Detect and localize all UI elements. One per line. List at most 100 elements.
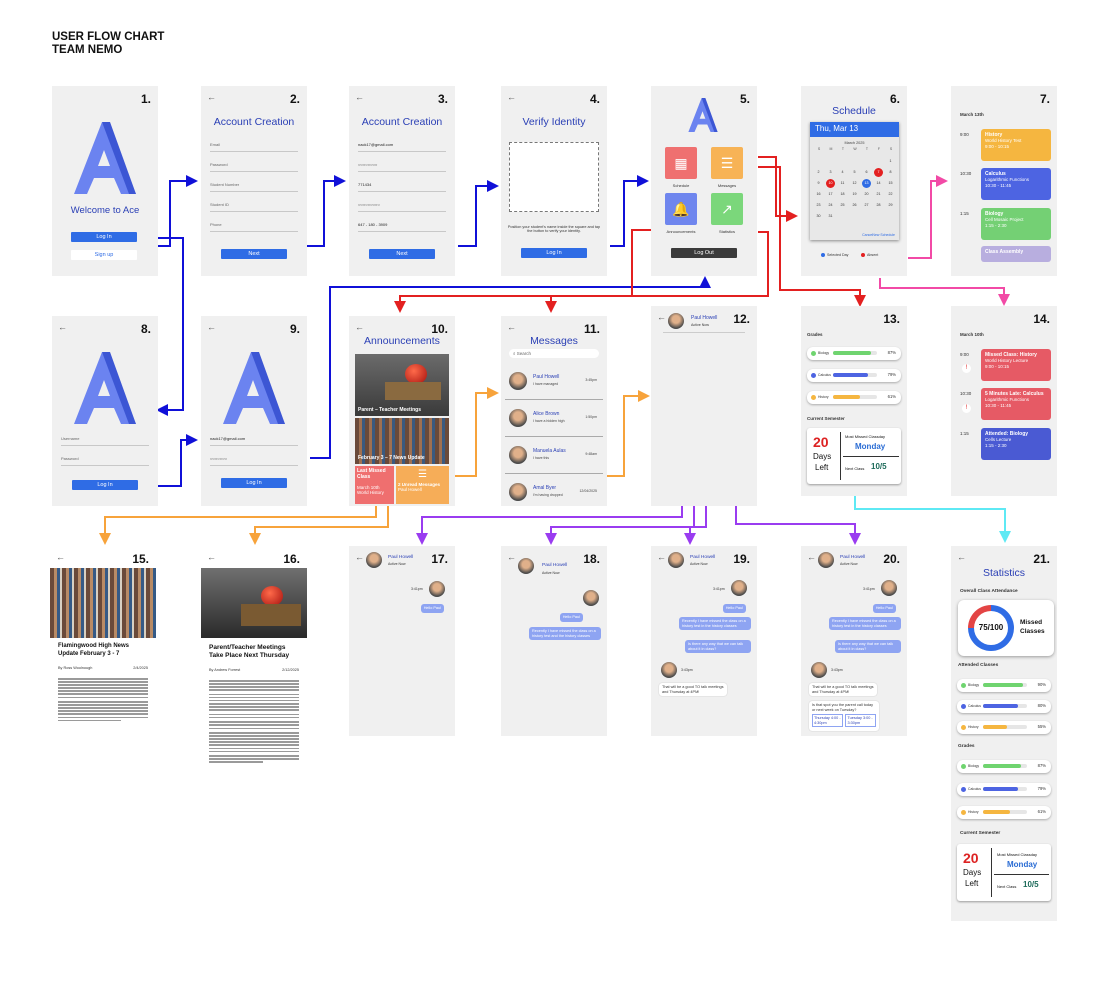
password-field[interactable]: Password [61,454,149,466]
calendar-day[interactable]: 10 [826,179,835,188]
login-button[interactable]: Log In [72,480,138,490]
calendar-day[interactable]: 26 [852,203,857,207]
horizontal-divider [843,456,899,457]
calendar-day[interactable]: 9 [817,181,820,185]
logout-button[interactable]: Log Out [671,248,737,258]
back-arrow-icon[interactable]: ← [355,92,364,102]
username-field[interactable]: nack17@gmail.com [210,434,298,446]
calendar-day[interactable]: 2 [817,170,820,174]
back-arrow-icon[interactable]: ← [355,552,364,562]
calendar-day[interactable]: 18 [840,192,845,196]
calendar-day[interactable]: 22 [888,192,893,196]
back-arrow-icon[interactable]: ← [355,322,364,332]
calendar-day[interactable]: 28 [876,203,881,207]
login-button[interactable]: Log In [221,478,287,488]
calendar-day[interactable]: 14 [876,181,881,185]
avatar [668,313,684,329]
calendar-day[interactable]: 1 [889,159,892,163]
calendar-day[interactable]: 27 [864,203,869,207]
contact-time: 12/04/2025 [579,489,597,493]
calendar-day[interactable]: 3 [829,170,832,174]
news-photo[interactable]: February 3 – 7 News Update [355,418,449,464]
calendar-day[interactable]: 19 [852,192,857,196]
calendar-day[interactable]: 15 [888,181,893,185]
new-schedule-button[interactable]: New Schedule [872,233,895,237]
calendar-day[interactable]: 12 [852,181,857,185]
parent-teacher-photo[interactable]: Parent – Teacher Meetings [355,354,449,416]
calendar-day[interactable]: 21 [876,192,881,196]
next-button[interactable]: Next [369,249,435,259]
warning-icon: ! [962,364,971,373]
back-arrow-icon[interactable]: ← [507,552,516,562]
calendar-day[interactable]: 6 [865,170,868,174]
calendar-day[interactable]: 20 [864,192,869,196]
messages-tile-icon[interactable]: ☰ [711,147,743,179]
arrow-3-4 [458,180,499,247]
student-id-field[interactable]: ○○○○○○○○○ [358,200,446,212]
calendar-day[interactable]: 17 [828,192,833,196]
back-arrow-icon[interactable]: ← [58,322,67,332]
back-arrow-icon[interactable]: ← [56,552,65,562]
calendar-day[interactable]: 16 [816,192,821,196]
calendar-day[interactable]: 7 [874,168,883,177]
calendar-day[interactable]: 23 [816,203,821,207]
password-field[interactable]: ○○○○○○○ [210,454,298,466]
schedule-tile-icon[interactable]: ▦ [665,147,697,179]
back-arrow-icon[interactable]: ← [207,552,216,562]
login-button[interactable]: Log In [521,248,587,258]
time-option-button[interactable]: Thursday 4:00 - 4:30pm [812,714,844,727]
back-arrow-icon[interactable]: ← [207,322,216,332]
event-card-assembly[interactable]: Class Assembly [981,246,1051,262]
username-field[interactable]: Username [61,434,149,446]
back-arrow-icon[interactable]: ← [657,312,666,322]
email-field[interactable]: nack17@gmail.com [358,140,446,152]
cancel-button[interactable]: Cancel [862,233,873,237]
calendar-day[interactable]: 13 [862,179,871,188]
email-field[interactable]: Email [210,140,298,152]
calendar-day[interactable]: 25 [840,203,845,207]
back-arrow-icon[interactable]: ← [207,92,216,102]
back-arrow-icon[interactable]: ← [507,92,516,102]
announcements-tile-icon[interactable]: 🔔 [665,193,697,225]
calendar-day[interactable]: 31 [828,214,833,218]
calendar-day[interactable]: 29 [888,203,893,207]
calendar-day[interactable]: 24 [828,203,833,207]
ace-logo [74,122,136,194]
signup-button[interactable]: Sign up [71,250,137,260]
back-arrow-icon[interactable]: ← [507,322,516,332]
phone-field[interactable]: Phone [210,220,298,232]
phone-field[interactable]: 647 - 180 - 3909 [358,220,446,232]
password-field[interactable]: ○○○○○○○○ [358,160,446,172]
password-field[interactable]: Password [210,160,298,172]
search-input[interactable]: ⌕ Search [509,349,599,358]
calendar-day[interactable]: 5 [853,170,856,174]
event-time: 10:30 - 11:45 [985,183,1012,188]
calendar-day[interactable]: 4 [841,170,844,174]
time-option-button[interactable]: Tuesday 3:00 - 3:30pm [845,714,876,727]
calendar-day[interactable]: 30 [816,214,821,218]
next-button[interactable]: Next [221,249,287,259]
back-arrow-icon[interactable]: ← [657,552,666,562]
back-arrow-icon[interactable]: ← [957,552,966,562]
back-arrow-icon[interactable]: ← [807,552,816,562]
student-number-field[interactable]: Student Number [210,180,298,192]
calendar-day[interactable]: 11 [840,181,845,185]
calendar-day[interactable]: 8 [889,170,892,174]
student-number-field[interactable]: 771434 [358,180,446,192]
statistics-tile-icon[interactable]: ↗ [711,193,743,225]
student-id-field[interactable]: Student ID [210,200,298,212]
login-button[interactable]: Log In [71,232,137,242]
